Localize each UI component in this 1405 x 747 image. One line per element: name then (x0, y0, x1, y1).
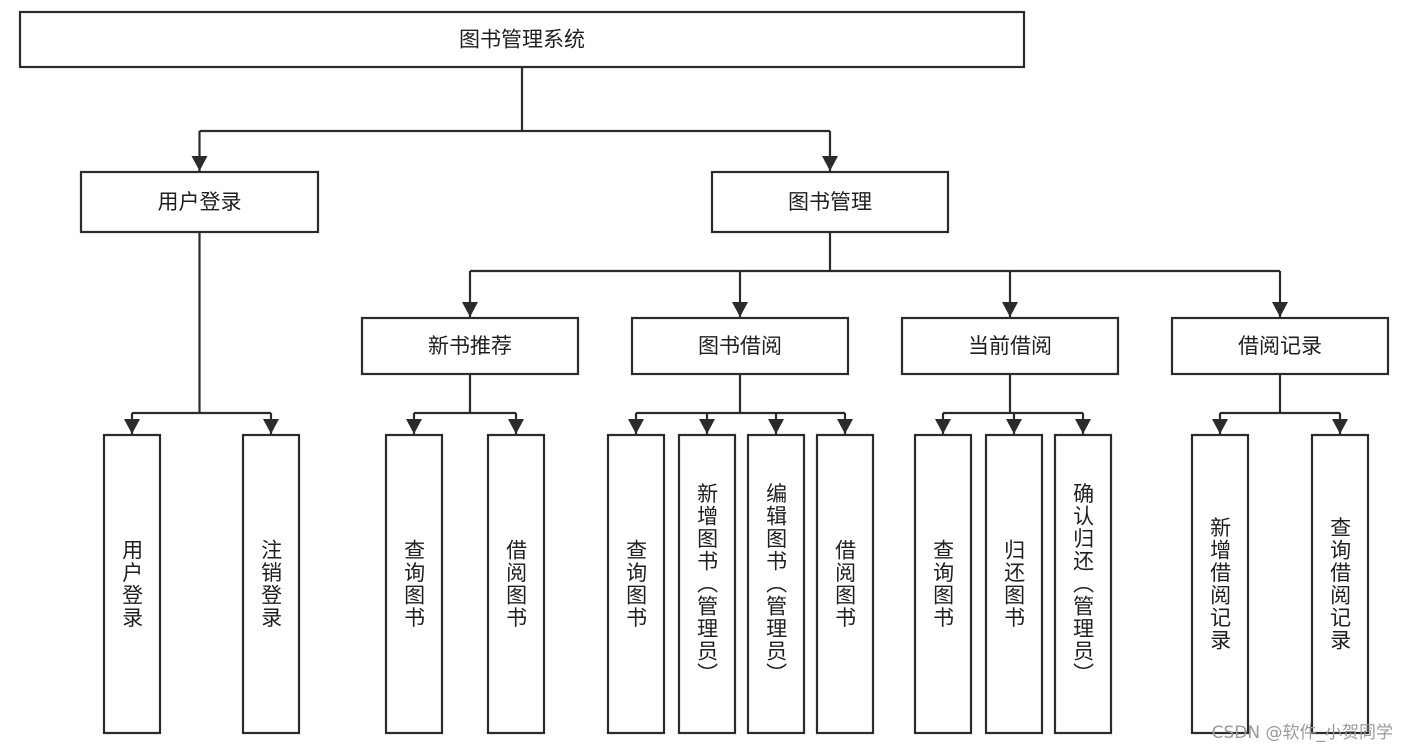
arrow-head-icon (768, 419, 784, 434)
node-label: 图书管理系统 (459, 28, 585, 52)
node-leaf-borrow-book[interactable] (815, 433, 875, 735)
node-leaf-query-borrow-record[interactable] (1310, 433, 1370, 735)
connector-group (124, 67, 1348, 434)
node-book-manage[interactable]: 图书管理 (710, 170, 950, 234)
node-label: 图书管理 (788, 190, 872, 214)
arrow-head-icon (699, 419, 715, 434)
node-leaf-add-borrow-record[interactable] (1190, 433, 1250, 735)
node-leaf-return-book[interactable] (984, 433, 1044, 735)
node-label: 当前借阅 (968, 334, 1052, 358)
arrow-head-icon (822, 156, 838, 171)
node-box (900, 316, 1120, 376)
node-box (913, 433, 973, 735)
node-box (746, 433, 806, 735)
arrow-head-icon (1002, 302, 1018, 317)
node-new-book-recommend[interactable]: 新书推荐 (360, 316, 580, 376)
node-box (606, 433, 666, 735)
arrow-head-icon (124, 419, 140, 434)
watermark-text: CSDN @软件_小贺同学 (1211, 723, 1393, 743)
arrow-head-icon (1212, 419, 1228, 434)
node-label: 新书推荐 (428, 334, 512, 358)
arrow-head-icon (837, 419, 853, 434)
node-leaf-logout-login[interactable] (241, 433, 301, 735)
node-leaf-edit-book-admin[interactable] (746, 433, 806, 735)
node-book-borrow[interactable]: 图书借阅 (630, 316, 850, 376)
arrow-head-icon (406, 419, 422, 434)
arrow-head-icon (462, 302, 478, 317)
node-box (1170, 316, 1390, 376)
node-box (1310, 433, 1370, 735)
node-box (815, 433, 875, 735)
arrow-head-icon (191, 156, 208, 171)
arrow-head-icon (263, 419, 279, 434)
arrow-head-icon (1272, 302, 1288, 317)
arrow-head-icon (732, 302, 748, 317)
arrow-head-icon (508, 419, 524, 434)
node-box (677, 433, 737, 735)
node-box (102, 433, 162, 735)
node-box (384, 433, 444, 735)
node-box (1053, 433, 1113, 735)
node-box (710, 170, 950, 234)
node-user-login[interactable]: 用户登录 (79, 170, 320, 234)
node-leaf-query-book-borrow[interactable] (606, 433, 666, 735)
node-leaf-query-book-recommend[interactable] (384, 433, 444, 735)
node-box (984, 433, 1044, 735)
arrow-head-icon (1332, 419, 1348, 434)
arrow-head-icon (1075, 419, 1091, 434)
node-leaf-query-book-current[interactable] (913, 433, 973, 735)
node-box (79, 170, 320, 234)
node-box (486, 433, 546, 735)
node-label: 用户登录 (158, 190, 242, 214)
node-leaf-user-login[interactable] (102, 433, 162, 735)
node-leaf-confirm-return-admin[interactable] (1053, 433, 1113, 735)
node-borrow-record[interactable]: 借阅记录 (1170, 316, 1390, 376)
node-box (18, 10, 1026, 69)
node-box (1190, 433, 1250, 735)
arrow-head-icon (935, 419, 951, 434)
node-label: 图书借阅 (698, 334, 782, 358)
arrow-head-icon (628, 419, 644, 434)
node-box (241, 433, 301, 735)
node-root[interactable]: 图书管理系统 (18, 10, 1026, 69)
node-current-borrow[interactable]: 当前借阅 (900, 316, 1120, 376)
node-box (360, 316, 580, 376)
node-leaf-borrow-book-recommend[interactable] (486, 433, 546, 735)
node-label: 借阅记录 (1238, 334, 1322, 358)
arrow-head-icon (1006, 419, 1022, 434)
node-box (630, 316, 850, 376)
node-leaf-add-book-admin[interactable] (677, 433, 737, 735)
